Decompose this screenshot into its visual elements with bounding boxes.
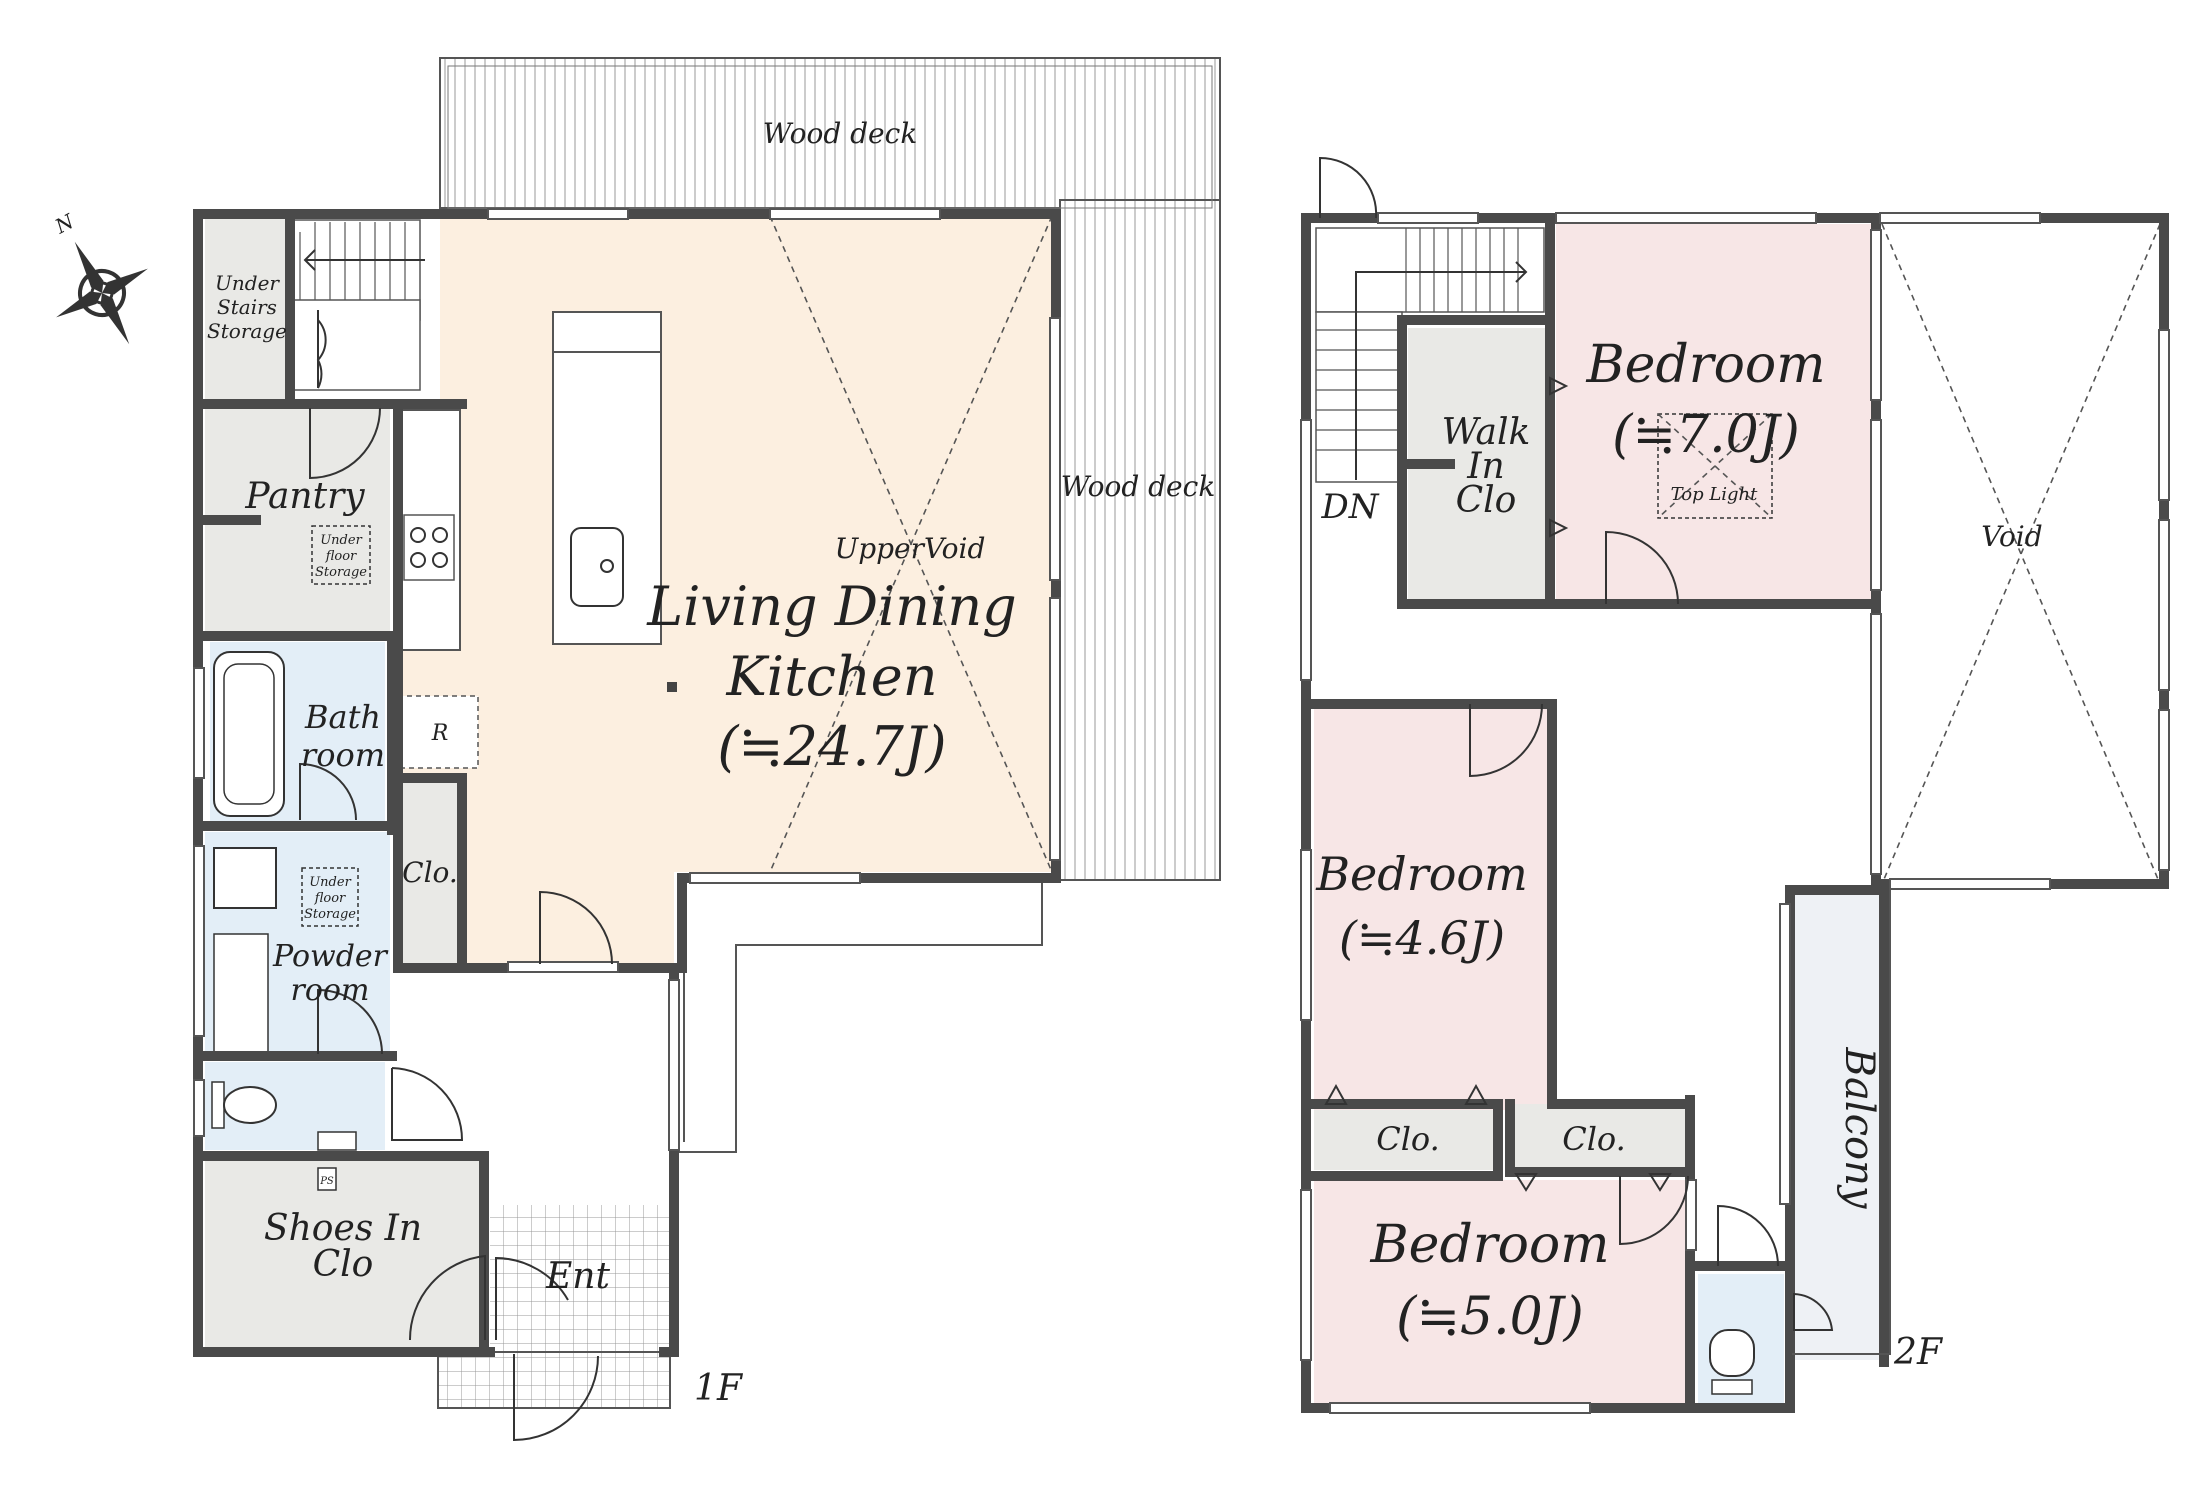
under-floor-2-label-3: Storage <box>304 907 356 922</box>
ps-label: PS <box>319 1176 334 1187</box>
floor-2-label: 2F <box>1893 1332 1944 1373</box>
top-light <box>1657 413 1773 519</box>
wood-deck-top <box>439 57 1221 209</box>
bedroom-c <box>1314 1180 1690 1406</box>
entrance-tile <box>490 1205 670 1355</box>
under-floor-2-label-1: Under <box>309 875 351 890</box>
walls-1f <box>193 209 1061 1357</box>
wood-deck-right <box>1059 199 1221 881</box>
closet-1f-label: Clo. <box>402 856 458 889</box>
ldk-label-3: (≒24.7J) <box>717 715 946 778</box>
toilet-2f-icon <box>1709 1329 1755 1395</box>
ent-label: Ent <box>545 1256 610 1297</box>
balcony-label: Balcony <box>1836 1047 1882 1210</box>
under-stairs-storage <box>205 218 285 400</box>
entrance-step <box>437 1351 671 1409</box>
shoes-label-1: Shoes In <box>264 1208 422 1249</box>
sink-icon <box>570 527 624 607</box>
under-floor-1-label-2: floor <box>325 549 357 564</box>
compass-north-label: N <box>50 208 79 239</box>
vanity-icon <box>213 933 269 1053</box>
under-floor-2-label-2: floor <box>314 891 346 906</box>
under-stairs-label-3: Storage <box>207 319 287 343</box>
bath-label-2: room <box>301 736 385 774</box>
closet-2f-left <box>1314 1110 1498 1170</box>
closet-2f-right-label: Clo. <box>1562 1120 1626 1158</box>
compass-rose-icon <box>56 241 148 345</box>
closet-2f-right <box>1510 1104 1690 1174</box>
shoes-in-closet <box>205 1160 483 1348</box>
under-floor-storage-1 <box>311 525 371 585</box>
bedroom-b <box>1314 704 1550 1110</box>
floor-1-label: 1F <box>694 1368 744 1409</box>
door-2f[interactable] <box>1319 156 1834 1331</box>
ldk-label-2: Kitchen <box>725 645 937 708</box>
pantry-label: Pantry <box>244 476 365 517</box>
under-stairs-label-1: Under <box>215 271 280 295</box>
bathtub-icon <box>213 651 285 817</box>
dn-label: DN <box>1320 487 1379 527</box>
stairs-1f <box>289 219 425 391</box>
kitchen-counter <box>397 409 461 651</box>
hand-sink-icon <box>317 1131 357 1151</box>
top-light-label: Top Light <box>1671 484 1759 505</box>
under-stairs-label-2: Stairs <box>217 295 277 319</box>
bedroom-c-label-2: (≒5.0J) <box>1396 1287 1584 1347</box>
upper-void-label: UpperVoid <box>835 532 986 565</box>
bedroom-a-label-2: (≒7.0J) <box>1612 405 1800 465</box>
bath-label-1: Bath <box>304 698 381 736</box>
powder-label-2: room <box>291 973 370 1008</box>
powder-label-1: Powder <box>272 939 389 974</box>
floor-1 <box>193 57 1221 1442</box>
bedroom-c-label-1: Bedroom <box>1369 1215 1609 1275</box>
shoes-label-2: Clo <box>313 1244 374 1285</box>
fridge-space <box>397 695 479 769</box>
fridge-label: R <box>431 721 449 746</box>
bedroom-b-label-1: Bedroom <box>1315 847 1527 901</box>
bedroom-a-label-1: Bedroom <box>1585 335 1825 395</box>
stairs-2f <box>1315 227 1545 483</box>
closet-1f <box>400 780 462 966</box>
door-1f[interactable] <box>299 310 613 1442</box>
column-marker <box>667 682 677 692</box>
wood-deck-top-label: Wood deck <box>763 117 918 150</box>
stove-icon <box>403 514 455 581</box>
walk-in-label-3: Clo <box>1456 480 1517 521</box>
bedroom-b-label-2: (≒4.6J) <box>1339 911 1505 965</box>
floor-2 <box>1300 156 2170 1414</box>
pipe-shaft <box>317 1167 337 1191</box>
wood-deck-right-label: Wood deck <box>1061 470 1216 503</box>
washbasin-icon <box>213 847 277 909</box>
ldk-label-1: Living Dining <box>646 575 1016 638</box>
under-floor-storage-2 <box>301 867 359 927</box>
balcony <box>1792 894 1882 1360</box>
toilet-1f-icon <box>211 1081 277 1129</box>
walk-in-label-1: Walk <box>1442 412 1531 453</box>
void-label: Void <box>1981 520 2042 553</box>
under-floor-1-label-1: Under <box>320 533 362 548</box>
walk-in-label-2: In <box>1466 446 1504 487</box>
closet-2f-left-label: Clo. <box>1376 1120 1440 1158</box>
under-floor-1-label-3: Storage <box>315 565 367 580</box>
